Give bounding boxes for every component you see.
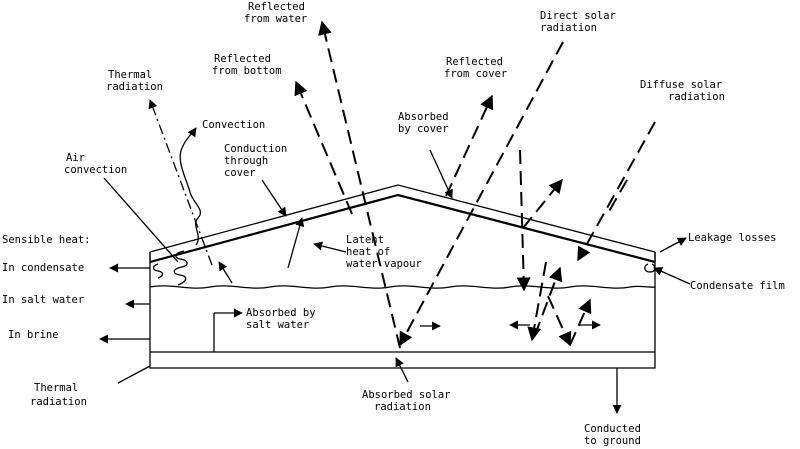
glass-cover-inner <box>149 193 656 264</box>
leakage-arrow <box>659 237 687 253</box>
label-conducted-ground: Conducted to ground <box>584 423 647 447</box>
label-in-condensate: In condensate <box>2 262 84 274</box>
diffuse-ray-2 <box>577 121 656 262</box>
label-leakage-losses: Leakage losses <box>688 232 777 244</box>
reflected-bottom-ray <box>294 80 353 215</box>
latent-heat-leader <box>313 241 347 253</box>
label-in-salt-water: In salt water <box>2 294 84 306</box>
diffuse-ray-1 <box>516 149 531 292</box>
label-in-brine: In brine <box>8 329 59 341</box>
label-convection: Convection <box>202 119 265 131</box>
label-absorbed-salt-water: Absorbed by salt water <box>246 307 322 331</box>
diffuse-ray-7 <box>569 298 592 346</box>
label-reflected-bottom: Reflected from bottom <box>212 53 282 77</box>
water-surface <box>149 285 656 289</box>
diffuse-ray-5 <box>534 266 563 336</box>
reflected-cover-ray <box>445 94 494 197</box>
absorbed-solar-leader <box>395 357 409 383</box>
conduction-cover-arrow <box>261 179 287 217</box>
latent-heat-arrow-1 <box>287 217 305 269</box>
labels: Reflected from water Direct solar radiat… <box>2 1 785 447</box>
label-air-convection: Air convection <box>64 152 127 176</box>
label-reflected-cover: Reflected from cover <box>444 56 509 80</box>
diffuse-ray-3 <box>607 179 628 214</box>
reflected-water-ray <box>318 20 401 349</box>
thermal-radiation-arrow <box>148 99 213 266</box>
label-diffuse-solar: Diffuse solar radiation <box>640 79 729 103</box>
glass-cover-outer <box>149 184 656 253</box>
label-thermal-radiation-bottom: Thermal radiation <box>30 382 87 408</box>
label-condensate-film: Condensate film <box>690 280 785 292</box>
diffuse-ray-6 <box>547 295 572 347</box>
label-sensible-heat: Sensible heat: <box>2 234 91 246</box>
condensate-film-leader <box>653 267 691 285</box>
basin-outline <box>149 252 656 369</box>
diffuse-ray-8 <box>522 178 563 229</box>
convection-squiggle <box>179 127 202 246</box>
label-conduction-cover: Conduction through cover <box>224 143 294 179</box>
direct-solar-ray <box>399 41 564 347</box>
label-reflected-water: Reflected from water <box>244 1 311 25</box>
condensate-drip-right <box>644 263 656 273</box>
latent-heat-arrow-2 <box>218 261 233 284</box>
thermal-radiation-bottom-leader <box>117 365 151 384</box>
flow-arrows <box>99 20 691 414</box>
label-thermal-radiation-top: Thermal radiation <box>106 69 163 93</box>
absorbed-cover-arrow <box>429 149 453 199</box>
label-absorbed-cover: Absorbed by cover <box>398 111 455 135</box>
condensate-drip-left <box>152 263 164 279</box>
still-structure <box>149 184 656 369</box>
diffuse-ray-4 <box>527 261 547 342</box>
label-direct-solar: Direct solar radiation <box>540 10 622 34</box>
air-convection-coil <box>173 250 188 286</box>
label-latent-heat: Latent heat of water vapour <box>346 234 422 270</box>
air-convection-leader <box>103 177 179 263</box>
label-absorbed-solar: Absorbed solar radiation <box>362 389 457 413</box>
